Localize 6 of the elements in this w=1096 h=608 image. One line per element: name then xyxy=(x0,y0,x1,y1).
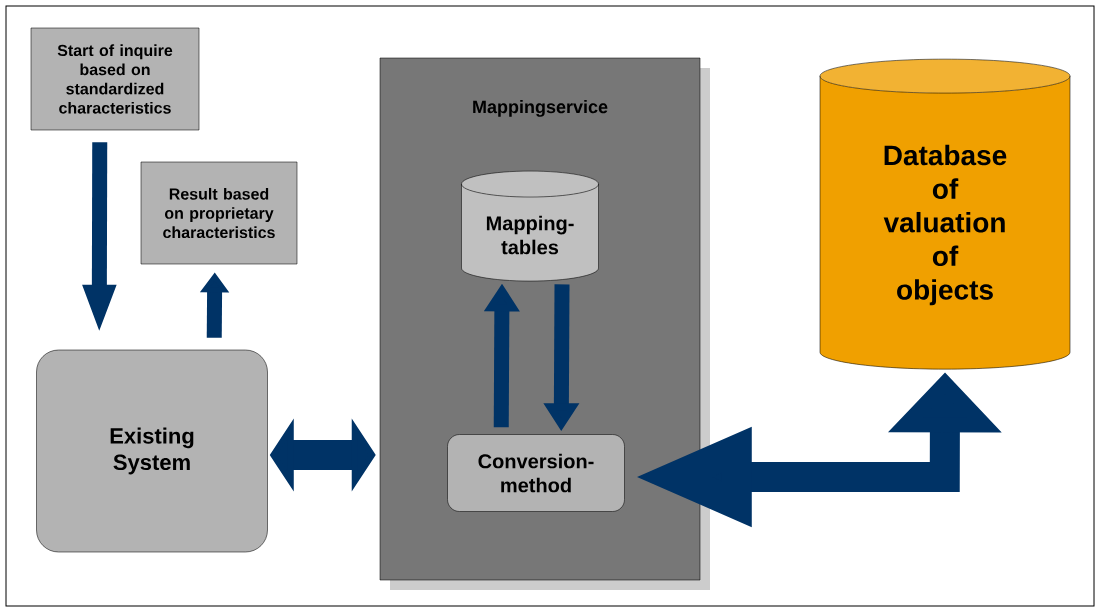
method-box: Conversion-method xyxy=(447,434,625,512)
text-box: Start of inquire based on standardized characteristics xyxy=(30,27,200,131)
table-cylinder: Mapping-tables xyxy=(461,170,599,282)
database-cylinder: Database of valuation of objects xyxy=(819,58,1071,370)
system-box: Existing System xyxy=(36,349,268,553)
text-box: Result based on proprietary characteristics xyxy=(140,161,298,265)
